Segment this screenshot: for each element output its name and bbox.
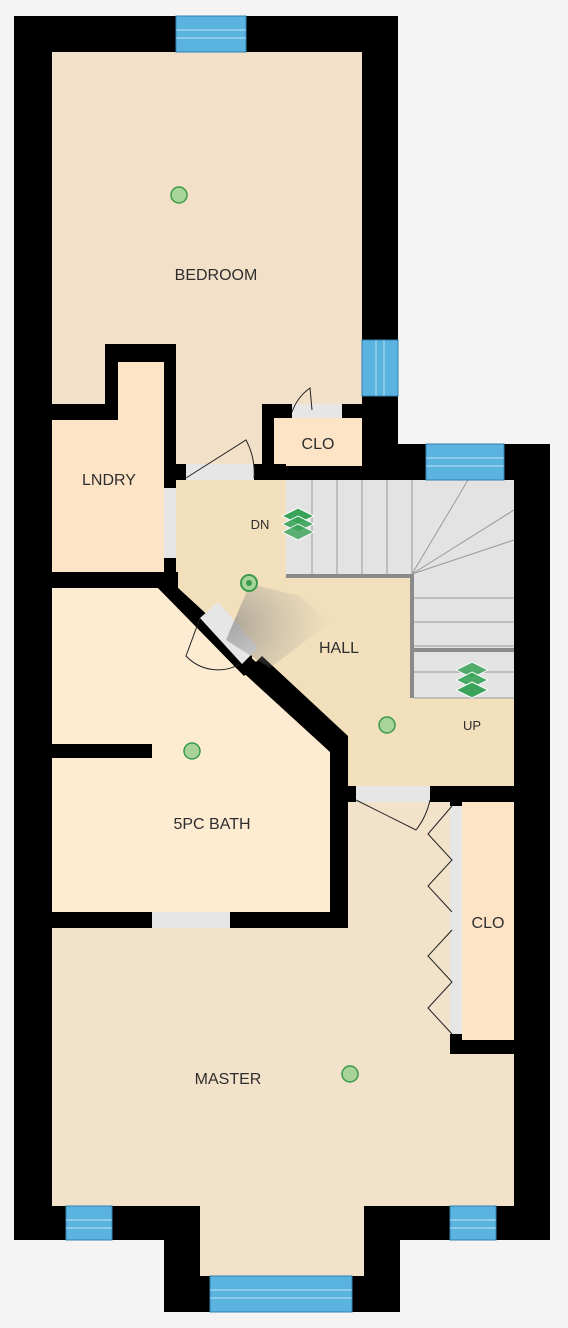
label-bath: 5PC BATH: [173, 816, 250, 833]
label-closet-master: CLO: [472, 915, 505, 932]
room-closet-top[interactable]: [274, 418, 362, 466]
windows: [65, 15, 505, 1313]
label-closet-top: CLO: [302, 436, 335, 453]
photo-markers[interactable]: [170, 186, 396, 1083]
camera-view-icon[interactable]: [226, 574, 330, 668]
rooms: [52, 52, 515, 1276]
window-stairs: [425, 443, 505, 481]
label-master: MASTER: [195, 1071, 262, 1088]
marker-master[interactable]: [341, 1065, 359, 1083]
room-laundry[interactable]: [52, 362, 164, 572]
label-stairs-down: DN: [251, 517, 270, 532]
label-bedroom: BEDROOM: [175, 267, 258, 284]
window-master-left: [65, 1205, 113, 1241]
marker-hall[interactable]: [378, 716, 396, 734]
window-bedroom-top: [175, 15, 247, 53]
room-bedroom-extension: [176, 404, 262, 464]
door-swings: [185, 387, 453, 1035]
marker-bedroom[interactable]: [170, 186, 188, 204]
room-closet-master[interactable]: [462, 802, 514, 1040]
label-laundry: LNDRY: [82, 472, 136, 489]
room-master[interactable]: [52, 800, 514, 1276]
window-bedroom-side: [361, 339, 399, 397]
window-master-bay: [209, 1275, 353, 1313]
staircase: [286, 479, 515, 699]
stack-down-icon[interactable]: [280, 507, 316, 541]
window-master-right: [449, 1205, 497, 1241]
room-bedroom[interactable]: [52, 52, 362, 464]
label-stairs-up: UP: [463, 718, 481, 733]
marker-bath[interactable]: [183, 742, 201, 760]
stack-up-icon[interactable]: [454, 661, 490, 699]
label-hall: HALL: [319, 640, 359, 657]
